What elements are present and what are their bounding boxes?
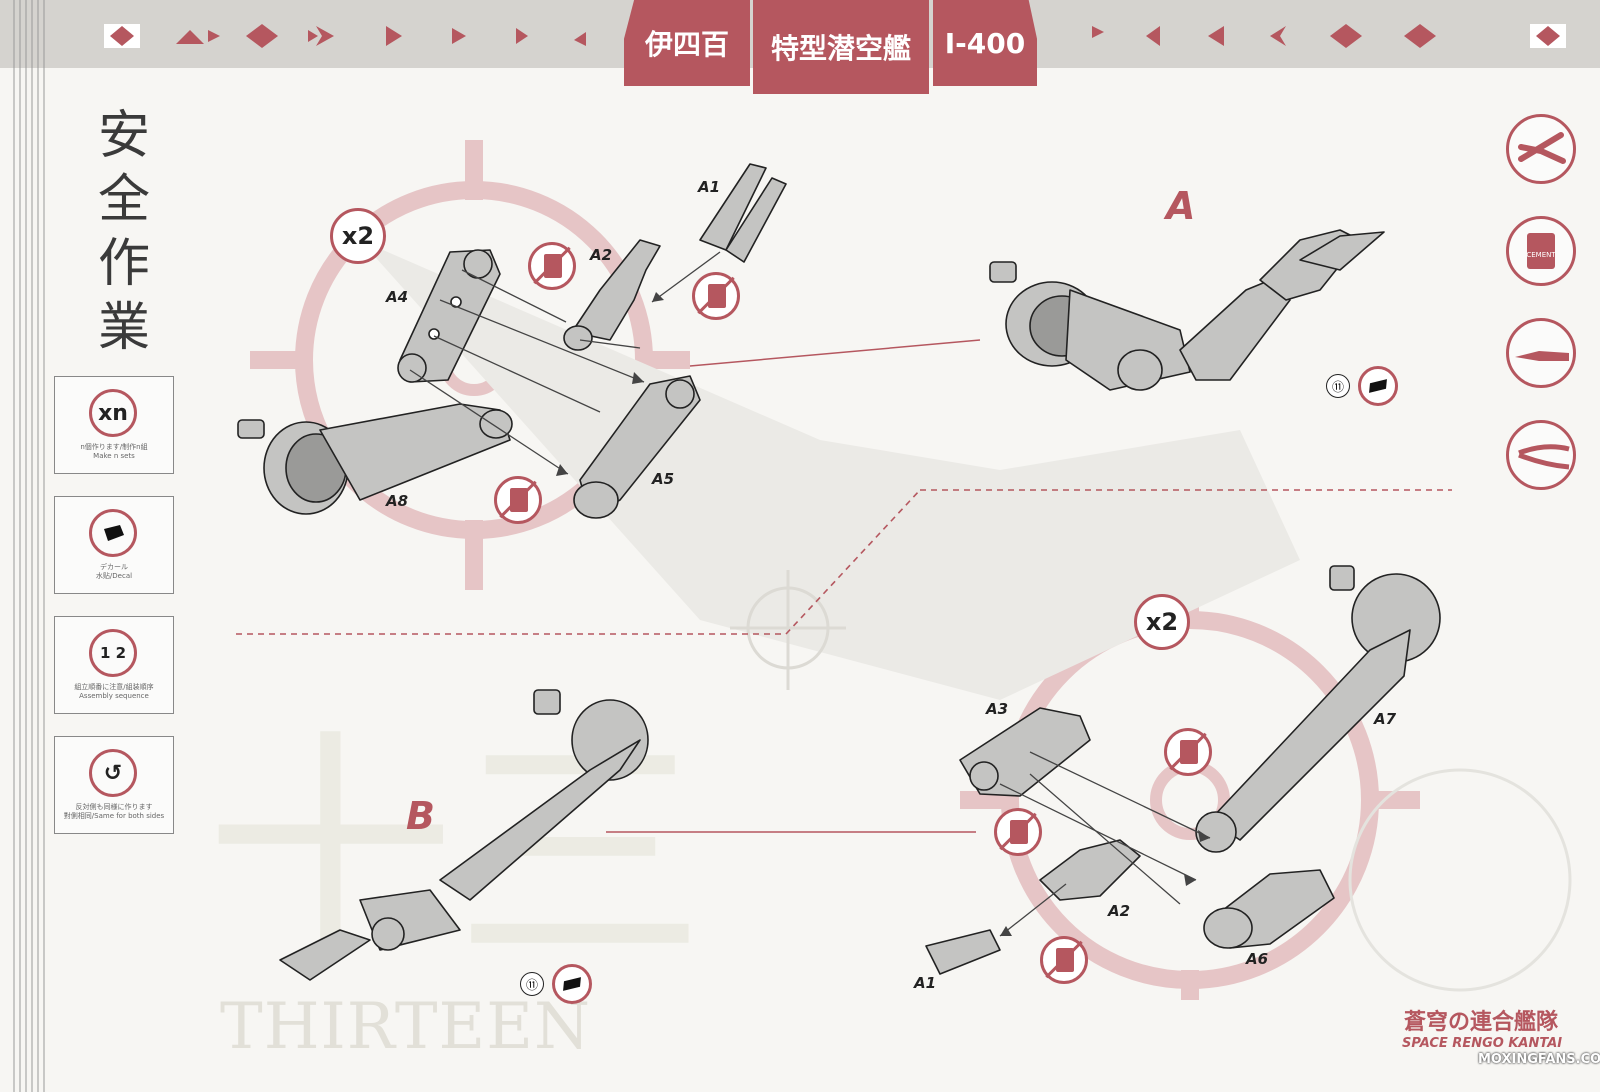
no-cement-icon [994, 808, 1042, 856]
no-cement-icon [1164, 728, 1212, 776]
chevron-right-icon [308, 26, 334, 46]
decal-number: ⑪ [520, 972, 544, 996]
assembly-result-b [279, 689, 649, 981]
page-edge-lines [13, 0, 45, 1092]
title-jp-type: 特型潜空艦 [753, 0, 929, 94]
side-title-char: 作 [97, 234, 150, 294]
decal-icon [552, 964, 592, 1004]
part-a6 [1203, 869, 1335, 949]
legend-decal: デカール水贴/Decal [54, 496, 174, 594]
chevron-right-icon [574, 32, 586, 46]
no-cement-icon [1040, 936, 1088, 984]
part-a7 [1195, 565, 1441, 853]
part-a1-bottom [925, 929, 1001, 975]
result-letter-a: A [1166, 184, 1196, 228]
chevron-left-icon [1208, 26, 1224, 46]
part-a1 [699, 163, 787, 263]
side-title-char: 業 [97, 298, 150, 358]
leader-lines [606, 339, 981, 833]
side-title: 安 全 作 業 [92, 104, 156, 360]
arrowheads [1000, 830, 1210, 936]
chevron-left-icon [1270, 26, 1286, 46]
sequence-icon: 1 2 [89, 629, 137, 677]
decal-callout-a: ⑪ [1326, 366, 1398, 406]
header-decorations [104, 24, 1566, 48]
watermark: MOXINGFANS.COM [1478, 1052, 1600, 1067]
assembly-result-a [989, 229, 1385, 391]
part-label: A7 [1374, 710, 1397, 728]
chevron-left-icon [1146, 26, 1160, 46]
decal-callout-b: ⑪ [520, 964, 592, 1004]
cement-label: CEMENT [1526, 251, 1556, 259]
part-a2 [563, 239, 661, 351]
chevron-right-icon [516, 28, 528, 44]
assembly-top-left [237, 163, 787, 519]
brand-jp: 蒼穹の連合艦隊 [1404, 1009, 1559, 1035]
diamond-icon [246, 24, 278, 48]
diamond-icon [1404, 24, 1436, 48]
legend-text: 反対側も同様に作ります對側相同/Same for both sides [63, 803, 165, 820]
part-label: A1 [914, 974, 937, 992]
decal-icon [1358, 366, 1398, 406]
part-label: A5 [652, 470, 675, 488]
part-a5 [573, 375, 701, 519]
title-jp-name: 伊四百 [624, 0, 750, 86]
part-label: A2 [1108, 902, 1131, 920]
xn-icon: xn [89, 389, 137, 437]
arrowheads [556, 292, 664, 476]
nipper-icon [1506, 114, 1576, 184]
diamond-icon [1530, 24, 1566, 48]
part-a3 [959, 707, 1091, 797]
side-title-char: 安 [97, 106, 150, 166]
multiplier-badge: x2 [330, 208, 386, 264]
dashed-divider [236, 489, 1452, 635]
decal-icon [89, 509, 137, 557]
center-crosshair [730, 570, 846, 690]
no-cement-icon [494, 476, 542, 524]
part-label: A3 [986, 700, 1009, 718]
no-cement-icon [528, 242, 576, 290]
diamond-icon [104, 24, 140, 48]
chevron-left-icon [1092, 26, 1104, 38]
result-letter-b: B [406, 794, 435, 838]
knife-icon [1506, 318, 1576, 388]
assembly-arrows-top-left [409, 251, 721, 475]
side-title-char: 全 [97, 170, 150, 230]
title-model: I-400 [933, 0, 1037, 86]
background-word: THIRTEEN [220, 990, 591, 1064]
part-a8 [237, 403, 513, 515]
same-sides-icon: ↺ [89, 749, 137, 797]
chevron-right-icon [452, 28, 466, 44]
legend-same-sides: ↺ 反対側も同様に作ります對側相同/Same for both sides [54, 736, 174, 834]
part-label: A6 [1246, 950, 1269, 968]
part-a2-bottom [1039, 839, 1141, 901]
brand-en: SPACE RENGO KANTAI [1402, 1036, 1563, 1051]
decal-number: ⑪ [1326, 374, 1350, 398]
legend-text: デカール水贴/Decal [95, 563, 133, 580]
background-graphics [360, 240, 1572, 992]
diamond-icon [176, 30, 220, 44]
chevron-right-icon [386, 26, 402, 46]
tweezers-icon [1506, 420, 1576, 490]
multiplier-badge: x2 [1134, 594, 1190, 650]
part-label: A8 [386, 492, 409, 510]
part-label: A1 [698, 178, 721, 196]
assembly-arrows-bottom-right [999, 751, 1211, 937]
part-label: A4 [386, 288, 409, 306]
no-cement-icon [692, 272, 740, 320]
diamond-icon [1330, 24, 1362, 48]
assembly-bottom-right [925, 565, 1441, 975]
part-label: A2 [590, 246, 613, 264]
cement-icon: CEMENT [1506, 216, 1576, 286]
